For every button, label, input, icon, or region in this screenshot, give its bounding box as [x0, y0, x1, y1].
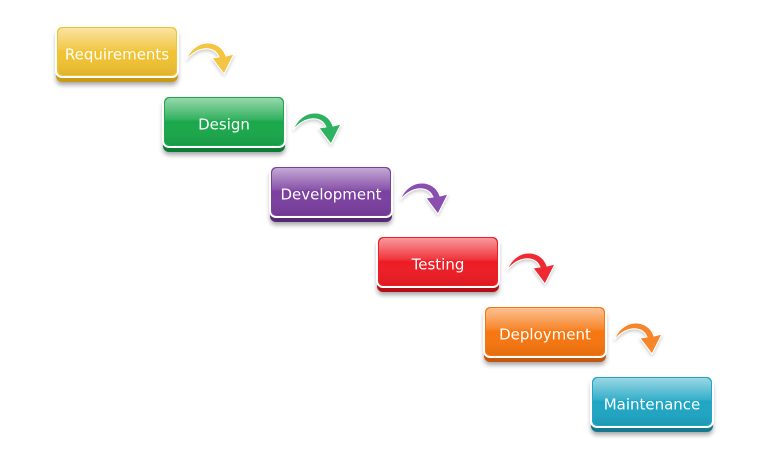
arrow-development-to-testing-icon	[399, 182, 449, 215]
step-label-deployment: Deployment	[499, 326, 591, 344]
step-development: Development	[269, 165, 393, 222]
step-box-gloss-testing	[379, 238, 497, 285]
step-box-gloss-deployment	[486, 308, 604, 355]
step-box-gloss-development	[272, 168, 390, 215]
step-box-gloss-maintenance	[593, 378, 711, 425]
arrow-deployment-to-maintenance-icon	[613, 322, 663, 355]
arrows-layer	[185, 42, 663, 355]
arrow-design-to-development-icon	[292, 112, 342, 145]
step-maintenance: Maintenance	[590, 375, 714, 432]
step-box-gloss-design	[165, 98, 283, 145]
step-deployment: Deployment	[483, 305, 607, 362]
step-label-requirements: Requirements	[65, 46, 169, 64]
step-testing: Testing	[376, 235, 500, 292]
step-label-design: Design	[198, 116, 250, 134]
step-design: Design	[162, 95, 286, 152]
arrow-testing-to-deployment-icon	[506, 252, 556, 285]
step-label-testing: Testing	[411, 256, 465, 274]
step-label-development: Development	[281, 186, 382, 204]
step-box-gloss-requirements	[58, 28, 176, 75]
step-requirements: Requirements	[55, 25, 179, 82]
arrow-requirements-to-design-icon	[185, 42, 235, 75]
step-label-maintenance: Maintenance	[604, 396, 701, 414]
steps-layer: RequirementsDesignDevelopmentTestingDepl…	[55, 25, 714, 432]
